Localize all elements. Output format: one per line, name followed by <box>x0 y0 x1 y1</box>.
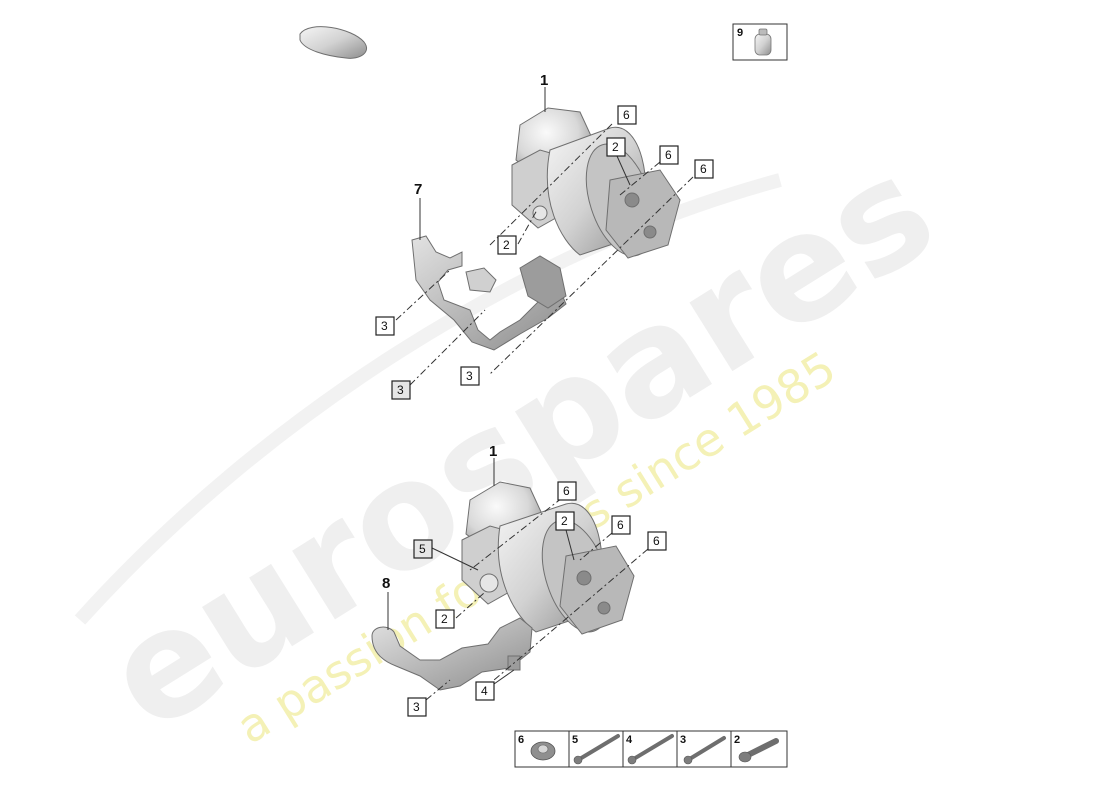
upper-callout-6b: 6 <box>659 145 679 165</box>
medium-bolt-icon <box>627 734 674 765</box>
upper-leaders <box>395 87 694 386</box>
lower-callout-4: 4 <box>475 681 495 701</box>
part-9-bottle-icon <box>754 28 772 56</box>
svg-text:5: 5 <box>419 542 426 556</box>
svg-text:2: 2 <box>612 140 619 154</box>
svg-text:6: 6 <box>563 484 570 498</box>
svg-text:6: 6 <box>617 518 624 532</box>
upper-callout-2a: 2 <box>606 137 626 157</box>
upper-part-7-label: 7 <box>414 181 422 198</box>
lower-compressor <box>461 481 635 635</box>
lower-part-8-label: 8 <box>382 575 390 592</box>
upper-callout-3b: 3 <box>391 380 411 400</box>
lower-callout-6a: 6 <box>557 481 577 501</box>
upper-callout-6a: 6 <box>617 105 637 125</box>
svg-text:6: 6 <box>653 534 660 548</box>
svg-text:6: 6 <box>623 108 630 122</box>
svg-text:4: 4 <box>481 684 488 698</box>
nut-icon <box>530 741 556 761</box>
upper-callout-3c: 3 <box>460 366 480 386</box>
upper-callout-2b: 2 <box>497 235 517 255</box>
svg-text:3: 3 <box>413 700 420 714</box>
short-bolt-icon <box>683 736 726 765</box>
upper-part-1-label: 1 <box>540 72 548 89</box>
hardware-number-5: 5 <box>572 734 578 746</box>
lower-callout-2a: 2 <box>555 511 575 531</box>
svg-text:2: 2 <box>561 514 568 528</box>
upper-callout-6c: 6 <box>694 159 714 179</box>
upper-compressor <box>511 107 681 259</box>
part-9-box: 9 <box>732 23 788 61</box>
lower-leaders <box>387 458 649 701</box>
lower-callout-3: 3 <box>407 697 427 717</box>
accessory-pad <box>299 26 368 59</box>
hardware-number-2: 2 <box>734 734 740 746</box>
lower-bracket <box>371 617 533 691</box>
svg-text:6: 6 <box>665 148 672 162</box>
svg-text:2: 2 <box>441 612 448 626</box>
svg-text:3: 3 <box>381 319 388 333</box>
svg-text:2: 2 <box>503 238 510 252</box>
hardware-number-6: 6 <box>518 734 524 746</box>
long-bolt-icon <box>573 734 620 765</box>
part-9-number: 9 <box>737 27 743 39</box>
svg-text:3: 3 <box>397 383 404 397</box>
hardware-number-3: 3 <box>680 734 686 746</box>
lower-part-1-label: 1 <box>489 443 497 460</box>
flange-bolt-icon <box>738 738 779 763</box>
svg-text:6: 6 <box>700 162 707 176</box>
lower-callout-6c: 6 <box>647 531 667 551</box>
upper-bracket <box>411 235 567 351</box>
lower-callout-5: 5 <box>413 539 433 559</box>
lower-callout-6b: 6 <box>611 515 631 535</box>
upper-callout-3a: 3 <box>375 316 395 336</box>
svg-text:3: 3 <box>466 369 473 383</box>
hardware-strip: 6 5 4 3 2 <box>514 730 788 768</box>
lower-callout-2b: 2 <box>435 609 455 629</box>
hardware-number-4: 4 <box>626 734 633 746</box>
